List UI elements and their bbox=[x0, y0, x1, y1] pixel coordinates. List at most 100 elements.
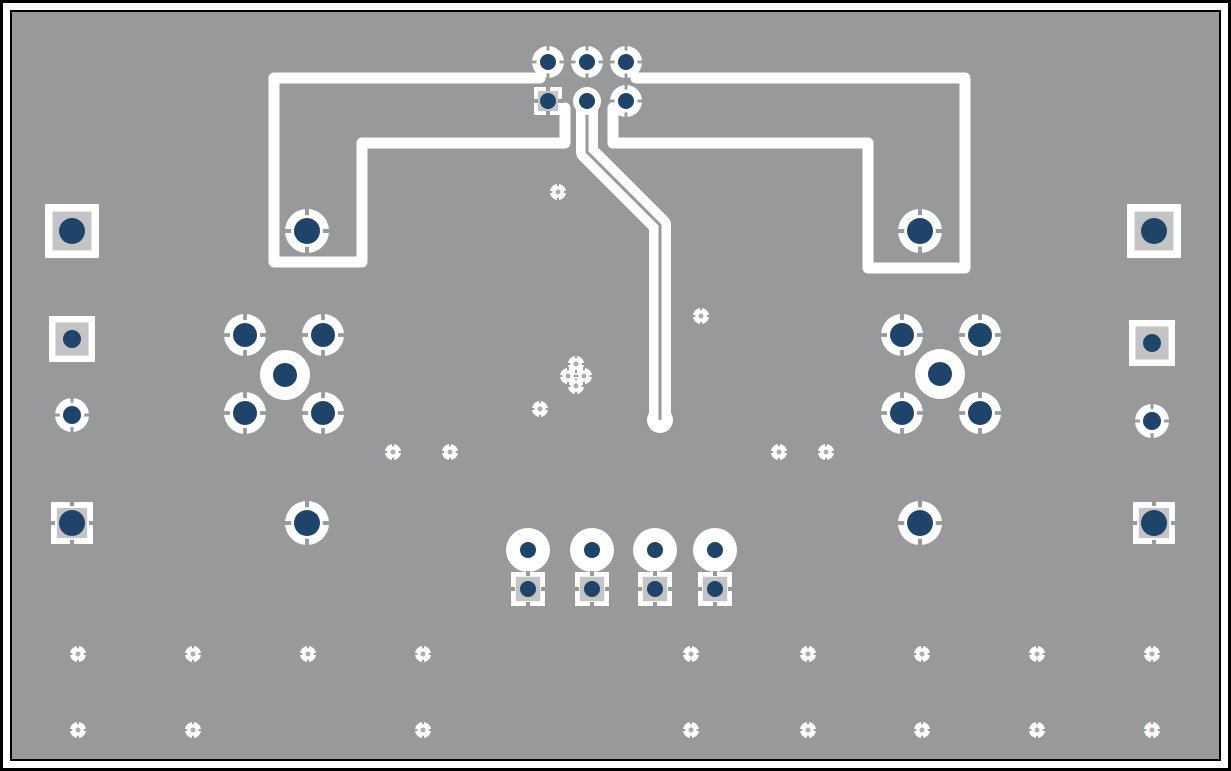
drill-hole-icon bbox=[573, 361, 579, 367]
mounting-pad bbox=[897, 500, 943, 546]
via bbox=[441, 443, 459, 461]
drill-hole-icon bbox=[420, 727, 426, 733]
mounting-pad bbox=[284, 500, 330, 546]
edge-pad bbox=[45, 204, 99, 258]
drill-hole-icon bbox=[579, 54, 595, 70]
drill-hole-icon bbox=[688, 651, 694, 657]
connector-pin bbox=[609, 84, 643, 118]
transistor-pin bbox=[958, 313, 1002, 357]
drill-hole-icon bbox=[907, 510, 933, 536]
drill-hole-icon bbox=[1034, 727, 1040, 733]
drill-hole-icon bbox=[579, 93, 595, 109]
via bbox=[69, 645, 87, 663]
drill-hole-icon bbox=[618, 93, 634, 109]
header-pin bbox=[633, 528, 677, 572]
drill-hole-icon bbox=[233, 323, 257, 347]
pads bbox=[45, 45, 1181, 739]
edge-pad bbox=[1132, 501, 1176, 545]
via bbox=[692, 307, 710, 325]
drill-hole-icon bbox=[565, 373, 571, 379]
drill-hole-icon bbox=[537, 406, 543, 412]
drill-hole-icon bbox=[63, 406, 81, 424]
via bbox=[414, 645, 432, 663]
drill-hole-icon bbox=[688, 727, 694, 733]
traces bbox=[268, 72, 971, 433]
drill-hole-icon bbox=[647, 542, 663, 558]
drill-hole-icon bbox=[573, 383, 579, 389]
via bbox=[913, 721, 931, 739]
via bbox=[575, 367, 593, 385]
drill-hole-icon bbox=[540, 93, 556, 109]
left-trace bbox=[268, 72, 571, 268]
connector-pin bbox=[570, 45, 604, 79]
drill-hole-icon bbox=[390, 449, 396, 455]
drill-hole-icon bbox=[75, 651, 81, 657]
drill-hole-icon bbox=[823, 449, 829, 455]
drill-hole-icon bbox=[618, 54, 634, 70]
edge-pad bbox=[1134, 403, 1170, 439]
drill-hole-icon bbox=[75, 727, 81, 733]
connector-pin bbox=[531, 45, 565, 79]
drill-hole-icon bbox=[584, 542, 600, 558]
drill-hole-icon bbox=[59, 510, 85, 536]
transistor-pin bbox=[880, 313, 924, 357]
via bbox=[184, 645, 202, 663]
via bbox=[682, 721, 700, 739]
header-pin bbox=[570, 528, 614, 572]
drill-hole-icon bbox=[928, 362, 952, 386]
edge-pad bbox=[50, 501, 94, 545]
transistor-center-pin bbox=[915, 349, 965, 399]
drill-hole-icon bbox=[1149, 651, 1155, 657]
header-pin-square bbox=[574, 571, 610, 607]
via bbox=[299, 645, 317, 663]
drill-hole-icon bbox=[273, 363, 297, 387]
mounting-pad bbox=[897, 208, 943, 254]
drill-hole-icon bbox=[294, 510, 320, 536]
via bbox=[799, 721, 817, 739]
drill-hole-icon bbox=[907, 218, 933, 244]
drill-hole-icon bbox=[1141, 218, 1167, 244]
drill-hole-icon bbox=[1034, 651, 1040, 657]
header-pin-square bbox=[637, 571, 673, 607]
transistor-pin bbox=[223, 391, 267, 435]
drill-hole-icon bbox=[63, 330, 81, 348]
drill-hole-icon bbox=[776, 449, 782, 455]
via bbox=[567, 355, 585, 373]
via bbox=[1143, 721, 1161, 739]
mounting-pad bbox=[284, 208, 330, 254]
header-pin-square bbox=[510, 571, 546, 607]
right-trace bbox=[607, 72, 971, 274]
drill-hole-icon bbox=[581, 373, 587, 379]
drill-hole-icon bbox=[1141, 510, 1167, 536]
drill-hole-icon bbox=[447, 449, 453, 455]
via bbox=[69, 721, 87, 739]
via bbox=[1028, 645, 1046, 663]
drill-hole-icon bbox=[1143, 334, 1161, 352]
transistor-pin bbox=[223, 313, 267, 357]
via bbox=[770, 443, 788, 461]
connector-pin bbox=[573, 87, 601, 115]
drill-hole-icon bbox=[311, 401, 335, 425]
drill-hole-icon bbox=[520, 581, 536, 597]
drill-hole-icon bbox=[707, 542, 723, 558]
connector-pin bbox=[609, 45, 643, 79]
drill-hole-icon bbox=[707, 581, 723, 597]
drill-hole-icon bbox=[1143, 412, 1161, 430]
drill-hole-icon bbox=[305, 651, 311, 657]
drill-hole-icon bbox=[59, 218, 85, 244]
drill-hole-icon bbox=[311, 323, 335, 347]
drill-hole-icon bbox=[584, 581, 600, 597]
drill-hole-icon bbox=[919, 651, 925, 657]
drill-hole-icon bbox=[919, 727, 925, 733]
connector-pin-1 bbox=[533, 86, 563, 116]
transistor-center-pin bbox=[260, 350, 310, 400]
edge-pad bbox=[54, 397, 90, 433]
via bbox=[913, 645, 931, 663]
via bbox=[184, 721, 202, 739]
header-pin-square bbox=[697, 571, 733, 607]
header-pin bbox=[506, 528, 550, 572]
drill-hole-icon bbox=[890, 323, 914, 347]
edge-pad bbox=[1129, 320, 1175, 366]
drill-hole-icon bbox=[805, 651, 811, 657]
